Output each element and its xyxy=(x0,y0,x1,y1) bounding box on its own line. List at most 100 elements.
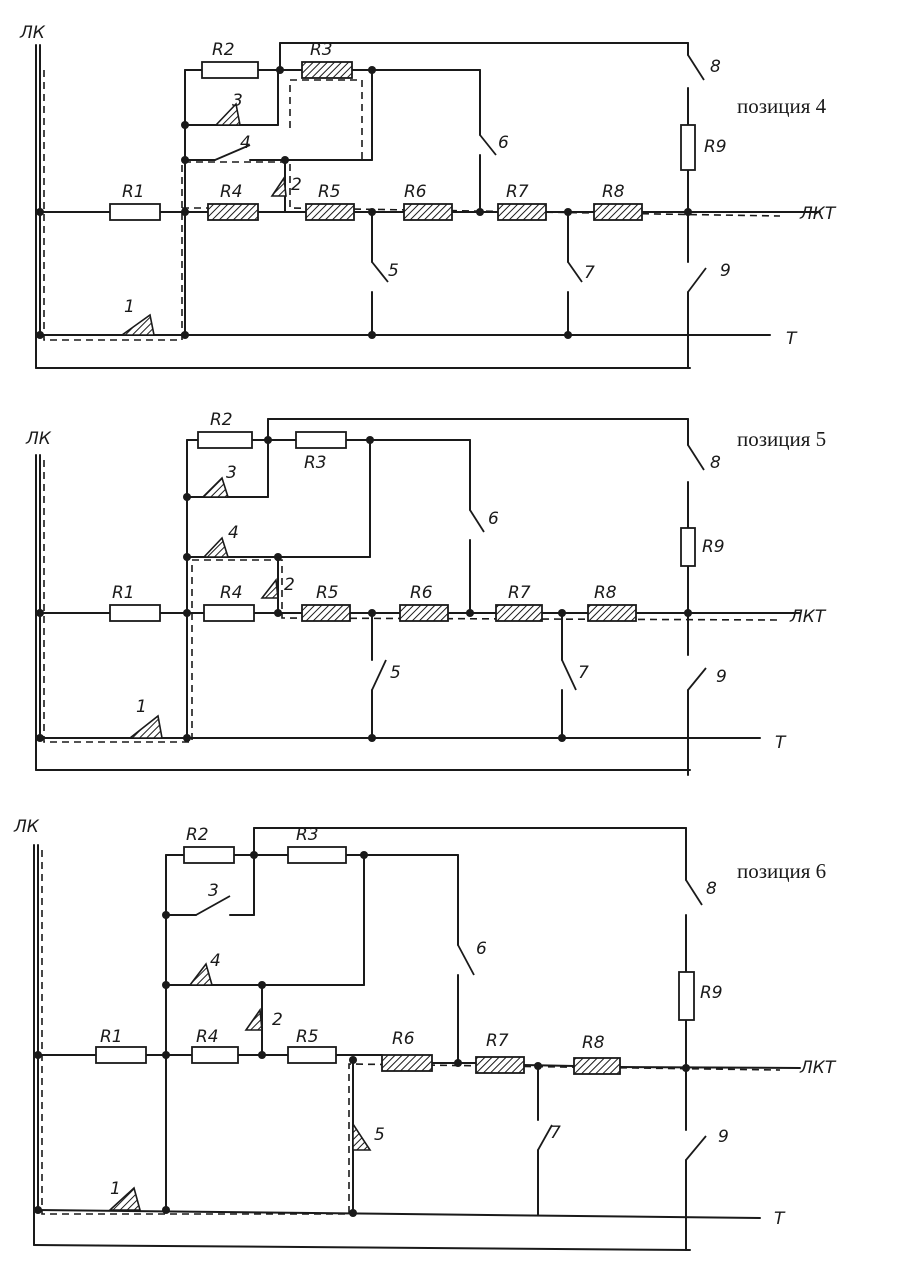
resistor-labels: R1 R2 R3 R4 R5 R6 R7 R8 R9 xyxy=(112,410,725,603)
resistor-r7 xyxy=(475,1056,525,1074)
contacts xyxy=(127,444,707,739)
label-contact-3: 3 xyxy=(226,463,237,483)
terminal-t-label: Т xyxy=(786,329,798,349)
contact-2-closed xyxy=(244,1007,263,1031)
resistor-r7 xyxy=(497,203,547,221)
label-contact-5: 5 xyxy=(374,1125,385,1145)
panel-title: позиция 5 xyxy=(737,427,826,451)
panel-title: позиция 4 xyxy=(737,94,827,118)
label-r6: R6 xyxy=(404,182,427,202)
contact-6-open xyxy=(457,944,475,976)
resistor-labels: R1 R2 R3 R4 R5 R6 R7 R8 R9 xyxy=(122,40,727,202)
contact-8-open xyxy=(685,879,703,906)
label-contact-9: 9 xyxy=(716,667,727,687)
label-contact-7: 7 xyxy=(584,263,595,283)
junctions xyxy=(36,436,692,742)
current-path xyxy=(43,460,781,743)
resistor-r3 xyxy=(301,61,353,79)
label-contact-9: 9 xyxy=(720,261,731,281)
terminal-lkt-label: ЛКТ xyxy=(799,204,837,224)
resistor-r9 xyxy=(680,124,696,171)
resistor-r6 xyxy=(399,604,449,622)
contact-5-open xyxy=(371,659,387,691)
terminal-t-label: Т xyxy=(775,733,787,753)
label-r5: R5 xyxy=(296,1027,319,1047)
label-r2: R2 xyxy=(210,410,233,430)
label-contact-9: 9 xyxy=(718,1127,729,1147)
label-contact-4: 4 xyxy=(210,951,221,971)
resistor-r1 xyxy=(109,203,161,221)
resistor-r5 xyxy=(301,604,351,622)
contact-5-open xyxy=(371,261,389,283)
label-r4: R4 xyxy=(220,182,243,202)
label-contact-8: 8 xyxy=(710,453,721,473)
label-r3: R3 xyxy=(296,825,319,845)
resistor-r8 xyxy=(573,1057,621,1075)
contact-1-closed xyxy=(127,714,163,739)
label-r9: R9 xyxy=(704,137,727,157)
resistor-r2 xyxy=(197,431,253,449)
label-r6: R6 xyxy=(410,583,433,603)
label-contact-7: 7 xyxy=(578,663,589,683)
label-r8: R8 xyxy=(582,1033,605,1053)
contact-9-open xyxy=(685,1135,707,1161)
resistor-r7 xyxy=(495,604,543,622)
wiring xyxy=(35,42,821,369)
label-contact-1: 1 xyxy=(136,697,147,717)
label-r3: R3 xyxy=(310,40,333,60)
junctions xyxy=(34,851,690,1217)
resistors xyxy=(109,431,696,622)
label-r1: R1 xyxy=(122,182,145,202)
contact-4-open xyxy=(214,144,251,161)
label-contact-4: 4 xyxy=(228,523,239,543)
terminal-lkt-label: ЛКТ xyxy=(789,607,827,627)
label-contact-6: 6 xyxy=(476,939,487,959)
label-r7: R7 xyxy=(486,1031,509,1051)
resistor-r8 xyxy=(587,604,637,622)
resistor-r1 xyxy=(95,1046,147,1064)
contact-7-open xyxy=(567,261,583,283)
label-contact-2: 2 xyxy=(284,575,295,595)
label-contact-5: 5 xyxy=(388,261,399,281)
panel-title: позиция 6 xyxy=(737,859,826,883)
label-r7: R7 xyxy=(506,182,529,202)
contact-labels: 1 2 3 4 5 6 7 8 9 xyxy=(136,453,727,717)
contact-6-open xyxy=(479,134,497,156)
label-r9: R9 xyxy=(702,537,725,557)
label-contact-8: 8 xyxy=(710,57,721,77)
panel-position-5: позиция 5 ЛК ЛКТ Т xyxy=(25,410,827,776)
resistor-r6 xyxy=(403,203,453,221)
terminal-lk-label: ЛК xyxy=(13,817,40,837)
contact-labels: 1 2 3 4 5 6 7 8 9 xyxy=(124,57,731,317)
resistor-r2 xyxy=(201,61,259,79)
contact-8-open xyxy=(687,444,705,471)
contact-1-closed xyxy=(119,313,155,336)
junctions xyxy=(36,66,692,339)
resistor-r5 xyxy=(287,1046,337,1064)
label-contact-1: 1 xyxy=(110,1179,121,1199)
resistor-r9 xyxy=(678,971,695,1021)
label-r7: R7 xyxy=(508,583,531,603)
resistor-r9 xyxy=(680,527,696,567)
label-contact-3: 3 xyxy=(232,91,243,111)
label-r2: R2 xyxy=(212,40,235,60)
contact-5-closed xyxy=(352,1121,372,1151)
resistor-r4 xyxy=(191,1046,239,1064)
resistor-r8 xyxy=(593,203,643,221)
label-r5: R5 xyxy=(318,182,341,202)
label-r8: R8 xyxy=(602,182,625,202)
contact-1-closed xyxy=(107,1186,142,1211)
contact-6-open xyxy=(469,509,485,533)
label-r6: R6 xyxy=(392,1029,415,1049)
contact-2-closed xyxy=(260,577,279,599)
contact-3-closed xyxy=(201,476,230,498)
resistors xyxy=(109,61,696,221)
label-r9: R9 xyxy=(700,983,723,1003)
contacts xyxy=(119,54,707,336)
label-r5: R5 xyxy=(316,583,339,603)
contact-3-closed xyxy=(214,102,241,126)
resistor-r3 xyxy=(287,846,347,864)
label-contact-6: 6 xyxy=(498,133,509,153)
resistor-r5 xyxy=(305,203,355,221)
